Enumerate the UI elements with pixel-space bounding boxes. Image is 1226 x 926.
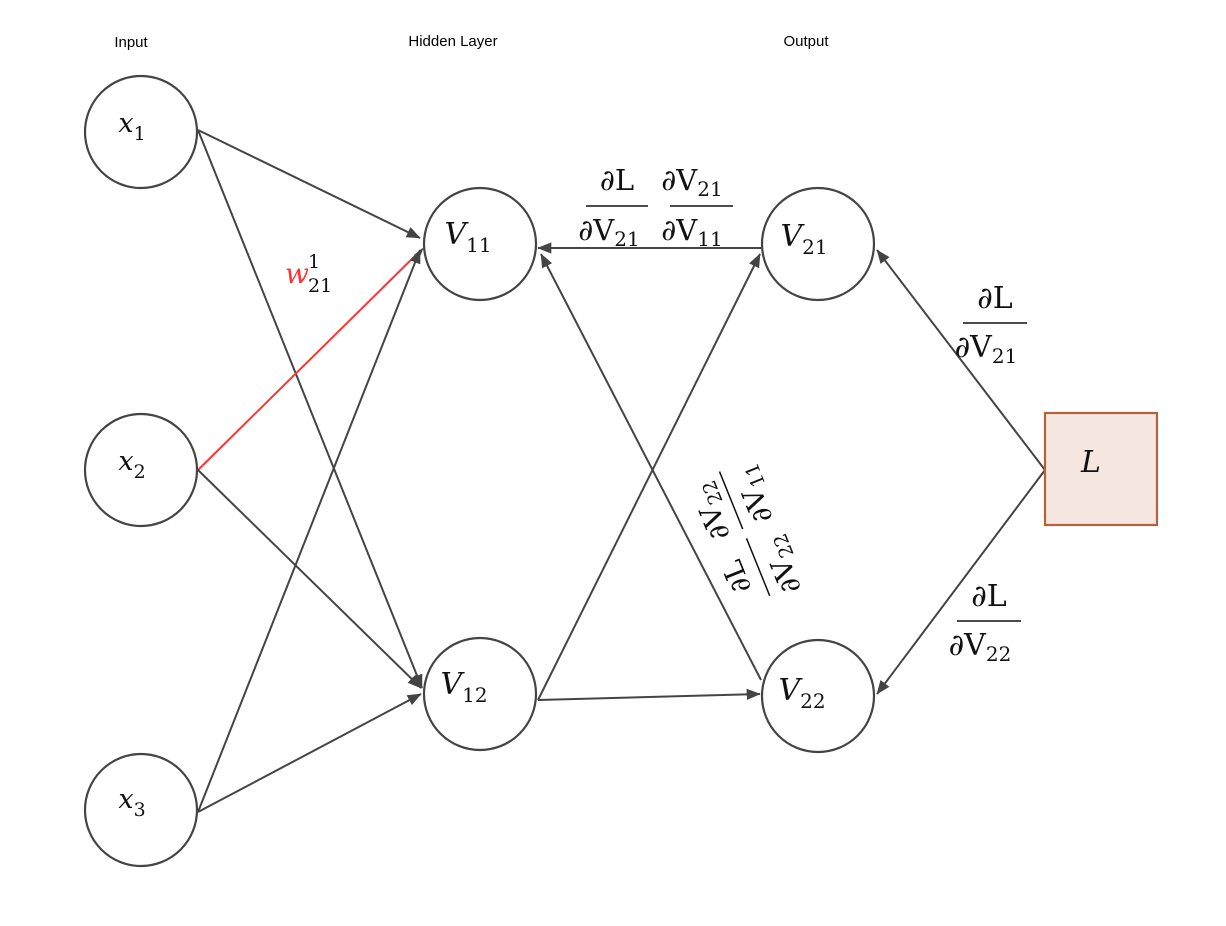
node-x3: x3 — [83, 752, 199, 868]
weight-label-w21: w 1 21 — [285, 251, 332, 297]
gradient-dv21-dv11: ∂V21 ∂V11 — [661, 163, 733, 251]
edge-x2-v11-highlighted — [197, 249, 422, 471]
node-x1: x1 — [83, 74, 199, 190]
svg-text:∂V21: ∂V21 — [578, 213, 639, 251]
loss-node: L — [1043, 411, 1159, 527]
gradient-dv22-dv11-rotated: ∂V22 ∂V11 — [684, 460, 783, 546]
edge-x2-v12 — [197, 469, 422, 689]
gradient-dl-dv21-right: ∂L ∂V21 — [955, 281, 1027, 368]
edge-v12-v21 — [537, 253, 761, 701]
edge-x1-v12 — [197, 129, 423, 689]
gradient-dl-dv21-top: ∂L ∂V21 — [578, 163, 648, 251]
node-v21: V21 — [760, 186, 876, 302]
svg-text:V22: V22 — [778, 673, 825, 713]
svg-text:∂L: ∂L — [600, 163, 634, 197]
node-v22: V22 — [760, 638, 876, 754]
edge-l-v22 — [876, 469, 1046, 695]
svg-text:∂V21: ∂V21 — [661, 163, 722, 201]
edge-l-v21 — [876, 249, 1046, 471]
svg-text:∂L: ∂L — [977, 281, 1013, 316]
svg-text:∂L: ∂L — [715, 555, 758, 598]
svg-text:∂V11: ∂V11 — [727, 460, 783, 528]
edge-x3-v12 — [197, 693, 422, 813]
svg-text:V21: V21 — [780, 219, 827, 259]
output-layer-label: Output — [783, 33, 829, 50]
svg-text:x2: x2 — [118, 446, 145, 483]
svg-text:V12: V12 — [440, 667, 487, 707]
svg-text:∂V22: ∂V22 — [684, 477, 740, 545]
svg-text:∂V22: ∂V22 — [949, 628, 1012, 666]
svg-text:L: L — [1080, 445, 1101, 480]
edge-v12-v22 — [537, 688, 761, 701]
node-v12: V12 — [422, 636, 538, 752]
hidden-layer-label: Hidden Layer — [408, 33, 497, 50]
svg-text:∂V21: ∂V21 — [955, 330, 1018, 368]
svg-text:∂V22: ∂V22 — [755, 530, 811, 598]
svg-text:1: 1 — [308, 251, 320, 273]
svg-text:21: 21 — [308, 275, 332, 297]
gradient-rotated-chain: ∂L ∂V22 ∂V22 ∂V11 — [684, 460, 811, 599]
svg-text:x1: x1 — [118, 108, 145, 145]
svg-text:∂V11: ∂V11 — [661, 213, 722, 251]
svg-text:w: w — [285, 257, 309, 290]
input-layer-label: Input — [114, 34, 148, 51]
edge-x1-v11 — [197, 129, 421, 239]
edge-v22-v11 — [540, 253, 762, 681]
node-x2: x2 — [83, 412, 199, 528]
svg-text:∂L: ∂L — [971, 579, 1007, 614]
edge-x3-v11 — [197, 249, 421, 813]
gradient-dl-dv22-right: ∂L ∂V22 — [949, 579, 1021, 666]
node-v11: V11 — [422, 186, 538, 302]
svg-text:V11: V11 — [444, 217, 491, 257]
svg-text:x3: x3 — [118, 784, 145, 821]
